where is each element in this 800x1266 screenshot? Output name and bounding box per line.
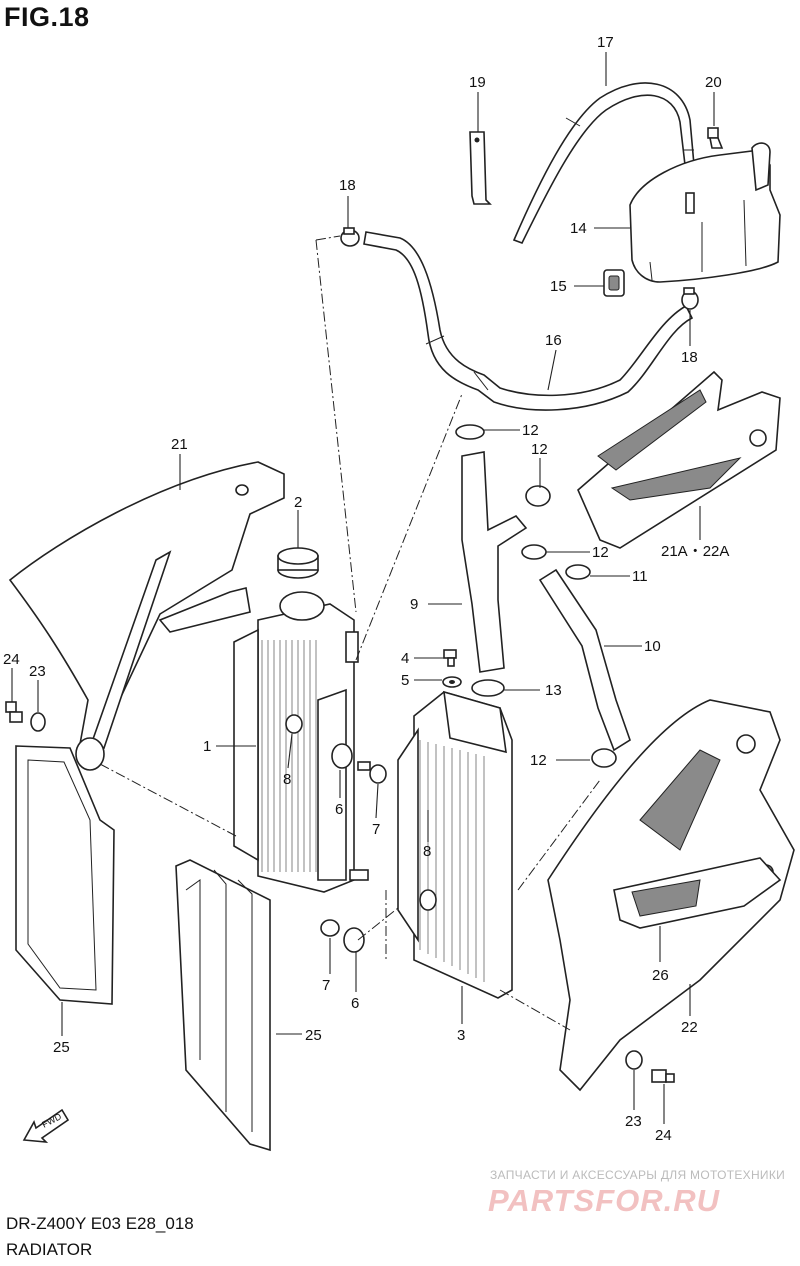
- part-24-bolt-left: [5, 701, 23, 723]
- callout-25-mid: 25: [305, 1027, 322, 1044]
- callout-6-left: 6: [335, 801, 343, 818]
- callout-20: 20: [705, 74, 722, 91]
- callout-23-left: 23: [29, 663, 46, 680]
- fwd-arrow-icon: FWD: [22, 1108, 70, 1143]
- part-12-clamp-b: [525, 485, 551, 507]
- callout-2: 2: [294, 494, 302, 511]
- part-14-reservoir-tank: [629, 142, 781, 283]
- part-18-clamp-lower: [681, 287, 699, 310]
- part-21-shroud-left: [8, 461, 285, 771]
- part-10-hose: [538, 568, 631, 752]
- callout-18-lower: 18: [681, 349, 698, 366]
- callout-5: 5: [401, 672, 409, 689]
- callout-19: 19: [469, 74, 486, 91]
- callout-labels: 17 19 20 14 18 15 16 18 21 12 12 21A・22A…: [3, 34, 729, 1144]
- callout-7-left: 7: [372, 821, 380, 838]
- part-2-radiator-cap: [277, 547, 319, 579]
- part-13-clamp: [471, 679, 505, 697]
- callout-16: 16: [545, 332, 562, 349]
- part-11-clamp: [565, 564, 591, 580]
- figure-title: FIG.18: [4, 2, 90, 32]
- callout-11: 11: [632, 568, 648, 585]
- part-6-grommet-lower: [343, 927, 365, 953]
- callout-25-left: 25: [53, 1039, 70, 1056]
- callout-21: 21: [171, 436, 188, 453]
- part-25-radiator-guard-left: [15, 745, 115, 1005]
- part-8-spacer-left: [285, 714, 303, 734]
- callout-3: 3: [457, 1027, 465, 1044]
- callout-9: 9: [410, 596, 418, 613]
- part-4-bolt: [443, 649, 457, 667]
- callout-22: 22: [681, 1019, 698, 1036]
- callout-21a-22a: 21A・22A: [661, 543, 729, 560]
- part-21a-22a-shroud-graphic: [577, 370, 781, 549]
- part-18-clamp-upper: [340, 227, 360, 247]
- callout-24-right: 24: [655, 1127, 672, 1144]
- callout-8-right: 8: [423, 843, 431, 860]
- callout-12-d: 12: [530, 752, 547, 769]
- callout-14: 14: [570, 220, 587, 237]
- part-12-clamp-d: [591, 748, 617, 768]
- part-6-grommet-left: [331, 743, 353, 769]
- part-23-washer-left: [30, 712, 46, 732]
- part-12-clamp-a: [455, 424, 485, 440]
- callout-8-left: 8: [283, 771, 291, 788]
- part-7-bolt-lower: [320, 919, 340, 937]
- model-code: DR-Z400Y E03 E28_018: [6, 1214, 194, 1233]
- callout-12-b: 12: [531, 441, 548, 458]
- callout-1: 1: [203, 738, 211, 755]
- callout-4: 4: [401, 650, 409, 667]
- callout-12-c: 12: [592, 544, 609, 561]
- part-19-bracket: [469, 131, 492, 205]
- callout-7-lower: 7: [322, 977, 330, 994]
- part-9-hose: [461, 451, 528, 673]
- part-7-bolt-left: [357, 761, 387, 784]
- callout-12-a: 12: [522, 422, 539, 439]
- part-23-washer-right: [625, 1050, 643, 1070]
- part-12-clamp-c: [521, 544, 547, 560]
- callout-13: 13: [545, 682, 562, 699]
- part-20-bolt: [707, 127, 724, 149]
- part-5-washer: [442, 676, 462, 688]
- part-25-radiator-guard-mid: [175, 859, 271, 1152]
- watermark-logo: PARTSFOR.RU: [488, 1183, 721, 1218]
- callout-6-lower: 6: [351, 995, 359, 1012]
- watermark-tagline: ЗАПЧАСТИ И АКСЕССУАРЫ ДЛЯ МОТОТЕХНИКИ: [490, 1168, 786, 1182]
- assembly-lines: [99, 235, 601, 1031]
- callout-24-left: 24: [3, 651, 20, 668]
- part-3-radiator-right: [397, 690, 513, 999]
- part-26-shroud-graphic: [613, 857, 782, 929]
- callout-26: 26: [652, 967, 669, 984]
- callout-23-right: 23: [625, 1113, 642, 1130]
- callout-17: 17: [597, 34, 614, 51]
- leader-lines: [11, 52, 715, 1124]
- part-1-radiator-left: [233, 591, 369, 893]
- part-24-bolt-right: [651, 1069, 675, 1083]
- callout-15: 15: [550, 278, 567, 295]
- callout-18-upper: 18: [339, 177, 356, 194]
- callout-10: 10: [644, 638, 661, 655]
- section-name: RADIATOR: [6, 1240, 93, 1259]
- part-15-grommet: [603, 269, 625, 297]
- part-16-hose: [363, 231, 694, 411]
